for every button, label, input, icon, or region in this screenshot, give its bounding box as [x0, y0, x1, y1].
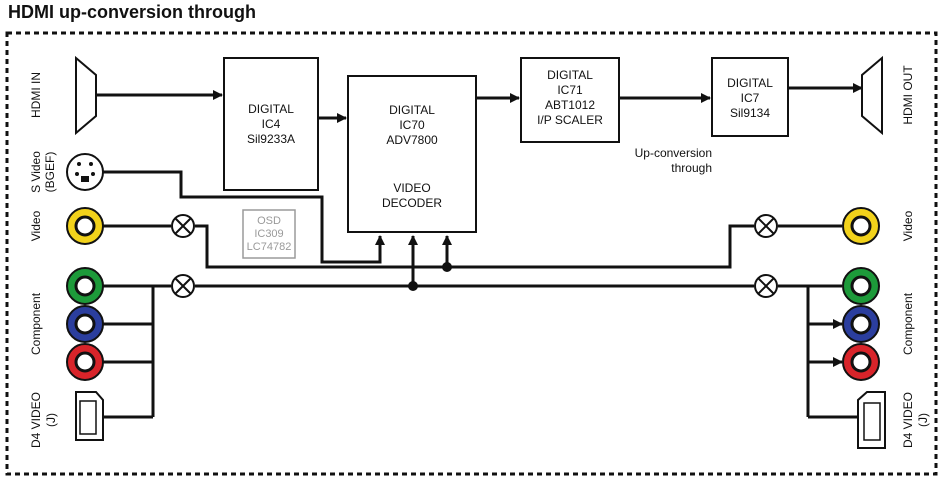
d4-left-sub-label: (J): [44, 413, 58, 427]
hdmi-out-label: HDMI OUT: [901, 65, 915, 125]
chip-ic70-line: DECODER: [382, 196, 442, 210]
chip-ic70: [347, 75, 477, 233]
chip-osd: [242, 209, 296, 259]
chip-ic71-line: DIGITAL: [547, 68, 593, 82]
chip-ic71-line: I/P SCALER: [537, 113, 603, 127]
switch-component-left: [171, 274, 195, 298]
signal-wires: [96, 83, 863, 419]
rca-jack-video-right-icon: [842, 207, 880, 245]
hdmi-in-label: HDMI IN: [29, 72, 43, 118]
d4-connector-left-icon: [75, 391, 104, 441]
component-right-label: Component: [901, 292, 915, 355]
upconversion-label: Up-conversion: [635, 146, 712, 160]
upconversion-label: through: [671, 161, 712, 175]
hdmi-out-connector-icon: [861, 55, 883, 136]
d4-right-label: D4 VIDEO: [901, 392, 915, 448]
junction-dot: [442, 262, 452, 272]
chip-ic7-line: DIGITAL: [727, 76, 773, 90]
chip-ic70-line: IC70: [399, 118, 425, 132]
chip-ic70-line: VIDEO: [393, 181, 430, 195]
d4-left-label: D4 VIDEO: [29, 392, 43, 448]
svideo-label: S Video: [29, 151, 43, 193]
rca-jack-red-left-icon: [66, 343, 104, 381]
video-left-label: Video: [29, 210, 43, 241]
chip-ic4-line: Sil9233A: [247, 132, 295, 146]
rca-jack-blue-right-icon: [842, 305, 880, 343]
component-left-label: Component: [29, 292, 43, 355]
svideo-jack-icon: [66, 153, 104, 191]
chip-ic7-line: Sil9134: [730, 106, 770, 120]
rca-jack-blue-left-icon: [66, 305, 104, 343]
chip-ic7: [711, 57, 789, 137]
chip-ic4: [223, 57, 319, 191]
d4-right-sub-label: (J): [916, 413, 930, 427]
chip-ic4-line: DIGITAL: [248, 102, 294, 116]
chip-ic70-line: DIGITAL: [389, 103, 435, 117]
svideo-sub-label: (BGEF): [43, 152, 57, 193]
chip-osd-line: LC74782: [247, 241, 292, 253]
chip-ic70-line: ADV7800: [386, 133, 438, 147]
switch-component-right: [754, 274, 778, 298]
chip-ic71-line: IC71: [557, 83, 583, 97]
page-title: HDMI up-conversion through: [8, 2, 256, 22]
chip-ic71: [520, 57, 620, 143]
chip-ic4-line: IC4: [262, 117, 281, 131]
chip-ic71-line: ABT1012: [545, 98, 595, 112]
d4-connector-right-icon: [857, 391, 886, 449]
rca-jack-green-left-icon: [66, 267, 104, 305]
chip-ic7-line: IC7: [741, 91, 760, 105]
hdmi-in-connector-icon: [75, 55, 97, 136]
junction-dot: [408, 281, 418, 291]
rca-jack-green-right-icon: [842, 267, 880, 305]
rca-jack-red-right-icon: [842, 343, 880, 381]
video-right-label: Video: [901, 210, 915, 241]
switch-video-left: [171, 214, 195, 238]
switch-video-right: [754, 214, 778, 238]
rca-jack-video-left-icon: [66, 207, 104, 245]
chip-osd-line: IC309: [254, 228, 283, 240]
chip-osd-line: OSD: [257, 215, 281, 227]
